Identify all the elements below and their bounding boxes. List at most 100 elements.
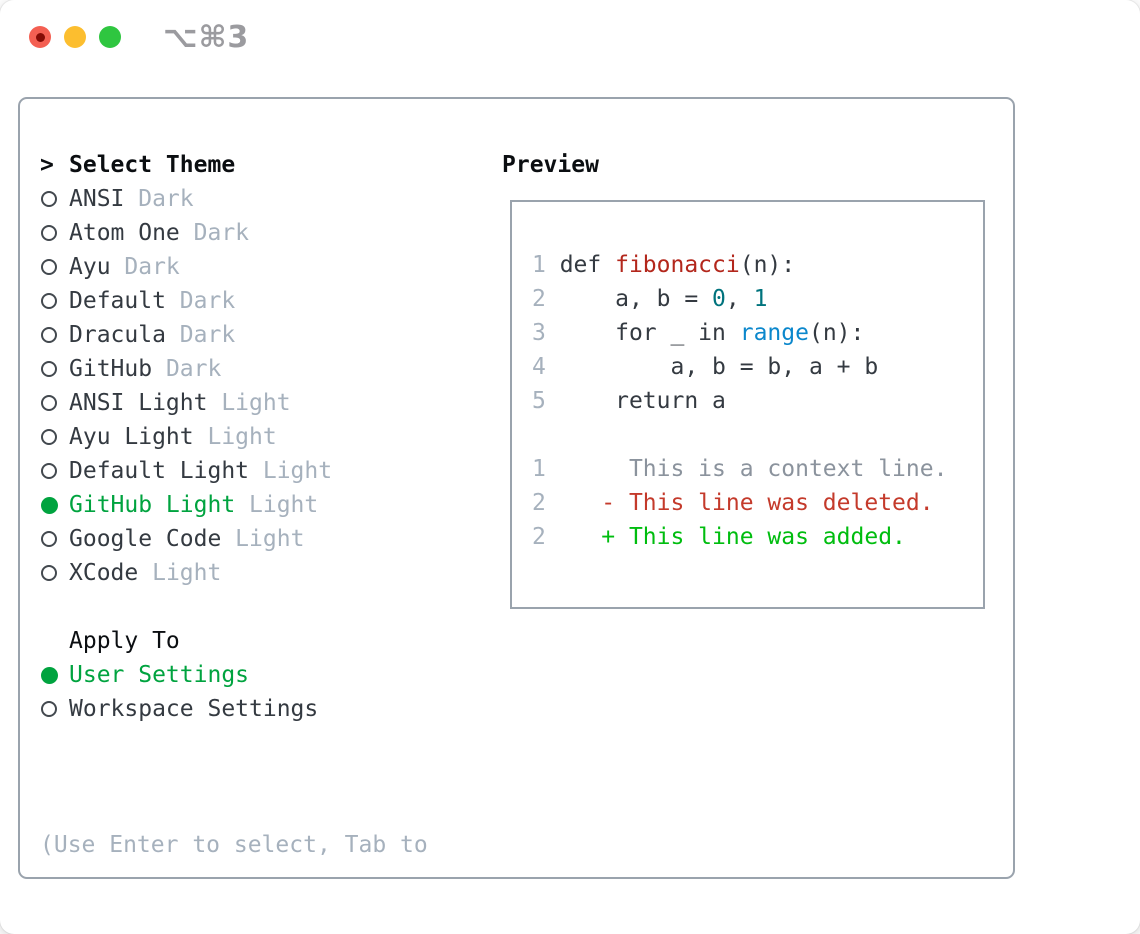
radio-circle (41, 701, 57, 717)
theme-item[interactable]: Default Dark (40, 284, 502, 318)
theme-item[interactable]: Dracula Dark (40, 318, 502, 352)
code-token: , (725, 286, 754, 312)
code-token: 1 (532, 456, 546, 482)
item-label: ANSI Light (69, 390, 208, 416)
item-label: GitHub (69, 356, 153, 382)
item-label: ANSI (69, 186, 125, 212)
code-token: (n): (739, 252, 796, 278)
close-dot-icon (35, 32, 45, 42)
item-variant-tag: Dark (165, 322, 236, 348)
radio-circle (41, 293, 57, 309)
code-token: fibonacci (615, 252, 740, 278)
select-theme-header-row: > Select Theme (40, 148, 502, 182)
radio-circle (41, 463, 57, 479)
item-variant-tag: Dark (152, 356, 222, 382)
radio-circle (41, 361, 57, 377)
code-token: 1 (532, 252, 560, 278)
code-token: - This line was deleted. (601, 490, 934, 516)
radio-icon (40, 395, 69, 411)
radio-circle (41, 395, 57, 411)
item-label: Ayu Light (69, 424, 194, 450)
code-token: 4 (532, 354, 560, 380)
code-line: 2 a, b = 0, 1 (532, 282, 973, 316)
item-label: GitHub Light (69, 492, 236, 518)
item-label: Default (69, 288, 166, 314)
item-variant-tag: Dark (179, 220, 250, 246)
preview-header-row: Preview (502, 148, 1013, 182)
radio-icon (40, 293, 69, 309)
item-variant-tag: Light (193, 424, 277, 450)
code-token (546, 524, 601, 550)
item-variant-tag: Light (221, 526, 305, 552)
item-variant-tag: Light (249, 458, 333, 484)
theme-item[interactable]: ANSI Dark (40, 182, 502, 216)
item-label: User Settings (69, 662, 250, 688)
minimize-button[interactable] (64, 26, 86, 48)
apply-to-option[interactable]: Workspace Settings (40, 692, 502, 726)
theme-item[interactable]: GitHub Dark (40, 352, 502, 386)
item-label: XCode (69, 560, 139, 586)
theme-item[interactable]: GitHub Light Light (40, 488, 502, 522)
radio-selected-icon (40, 666, 69, 684)
item-variant-tag: Light (235, 492, 319, 518)
hint-line-2: change focus) (40, 930, 502, 934)
code-token: def (559, 252, 616, 278)
select-theme-title: Select Theme (69, 152, 236, 178)
theme-item[interactable]: Atom One Dark (40, 216, 502, 250)
code-line: 5 return a (532, 384, 973, 418)
radio-icon (40, 225, 69, 241)
radio-circle (41, 666, 58, 684)
theme-item[interactable]: Google Code Light (40, 522, 502, 556)
theme-item[interactable]: ANSI Light Light (40, 386, 502, 420)
window-titlebar: ⌥⌘3 (0, 0, 1140, 74)
code-line: 3 for _ in range(n): (532, 316, 973, 350)
code-token: This is a context line. (545, 456, 948, 482)
radio-icon (40, 361, 69, 377)
theme-item[interactable]: Ayu Dark (40, 250, 502, 284)
item-label: Workspace Settings (69, 696, 319, 722)
radio-icon (40, 191, 69, 207)
item-variant-tag: Light (138, 560, 222, 586)
theme-item[interactable]: XCode Light (40, 556, 502, 590)
hint-text: (Use Enter to select, Tab to change focu… (40, 760, 502, 934)
radio-icon (40, 531, 69, 547)
radio-icon (40, 701, 69, 717)
item-variant-tag: Dark (110, 254, 180, 280)
code-token: for _ in (559, 320, 740, 346)
apply-to-option[interactable]: User Settings (40, 658, 502, 692)
radio-icon (40, 327, 69, 343)
code-token: 5 (532, 388, 560, 414)
code-token: (n): (808, 320, 865, 346)
code-line: 4 a, b = b, a + b (532, 350, 973, 384)
code-token: + This line was added. (601, 524, 906, 550)
item-label: Ayu (69, 254, 111, 280)
radio-selected-icon (40, 496, 69, 514)
code-token: a, b = b, a + b (559, 354, 879, 380)
code-token: 0 (712, 286, 726, 312)
theme-item[interactable]: Ayu Light Light (40, 420, 502, 454)
apply-to-header-row: Apply To (40, 624, 502, 658)
apply-to-title: Apply To (69, 628, 180, 654)
code-line: 1 def fibonacci(n): (532, 248, 973, 282)
maximize-button[interactable] (99, 26, 121, 48)
theme-item[interactable]: Default Light Light (40, 454, 502, 488)
radio-circle (41, 259, 57, 275)
radio-icon (40, 565, 69, 581)
close-button[interactable] (29, 26, 51, 48)
cursor-prompt-icon: > (40, 152, 54, 178)
item-variant-tag: Dark (124, 186, 194, 212)
code-token: range (739, 320, 809, 346)
code-line: 1 This is a context line. (532, 452, 973, 486)
radio-circle (41, 225, 57, 241)
code-token: a, b = (559, 286, 713, 312)
code-token: return a (559, 388, 726, 414)
radio-icon (40, 429, 69, 445)
code-token: 2 (532, 524, 546, 550)
radio-icon (40, 259, 69, 275)
code-token: 1 (753, 286, 768, 312)
